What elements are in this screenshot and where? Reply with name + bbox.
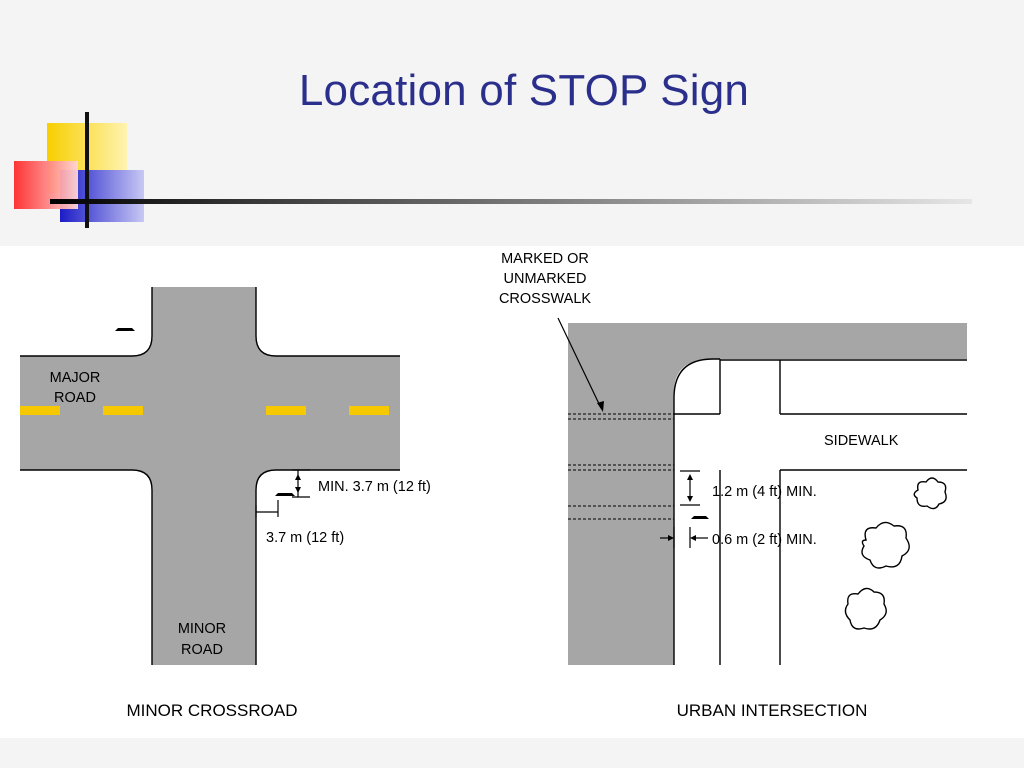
corner-sw [132, 470, 152, 490]
diagram-panel: MAJOR ROAD MINOR ROAD MIN. 3.7 m (12 ft)… [0, 246, 1024, 738]
slide-title: Location of STOP Sign [298, 66, 750, 115]
major-road-label: MAJOR [50, 370, 101, 386]
crosswalk-label: CROSSWALK [499, 291, 591, 307]
tree-icon [844, 477, 947, 630]
minor-road [152, 287, 256, 665]
minor-road-label: ROAD [181, 642, 223, 658]
title-decoration [14, 112, 144, 228]
major-road-label: ROAD [54, 390, 96, 406]
urban-intersection-diagram: MARKED OR UNMARKED CROSSWALK SIDEWALK 1.… [499, 251, 967, 720]
crosswalk-markings [568, 413, 674, 520]
setback-dimension: 1.2 m (4 ft) MIN. [712, 484, 817, 500]
sidewalk-label: SIDEWALK [824, 433, 899, 449]
minor-crossroad-diagram: MAJOR ROAD MINOR ROAD MIN. 3.7 m (12 ft)… [20, 287, 431, 720]
stop-sign-nw [115, 328, 135, 331]
minor-crossroad-caption: MINOR CROSSROAD [127, 701, 298, 720]
corner-se [256, 470, 276, 490]
min-offset-dimension: MIN. 3.7 m (12 ft) [318, 479, 431, 495]
curb-return [674, 359, 720, 414]
title-divider [50, 199, 972, 204]
crosswalk-label: MARKED OR [501, 251, 589, 267]
lateral-offset-dimension: 3.7 m (12 ft) [266, 530, 344, 546]
center-line-markings [20, 406, 389, 415]
stop-sign-se [275, 493, 295, 496]
vertical-tick [85, 112, 89, 228]
urban-intersection-caption: URBAN INTERSECTION [677, 701, 868, 720]
corner-nw [132, 336, 152, 356]
crosswalk-label: UNMARKED [504, 271, 587, 287]
corner-ne [256, 336, 276, 356]
stop-sign-diagram: MAJOR ROAD MINOR ROAD MIN. 3.7 m (12 ft)… [20, 251, 967, 720]
stop-sign-urban [691, 516, 709, 519]
minor-road-label: MINOR [178, 621, 226, 637]
curb-offset-dimension: 0.6 m (2 ft) MIN. [712, 532, 817, 548]
main-street [568, 323, 674, 665]
